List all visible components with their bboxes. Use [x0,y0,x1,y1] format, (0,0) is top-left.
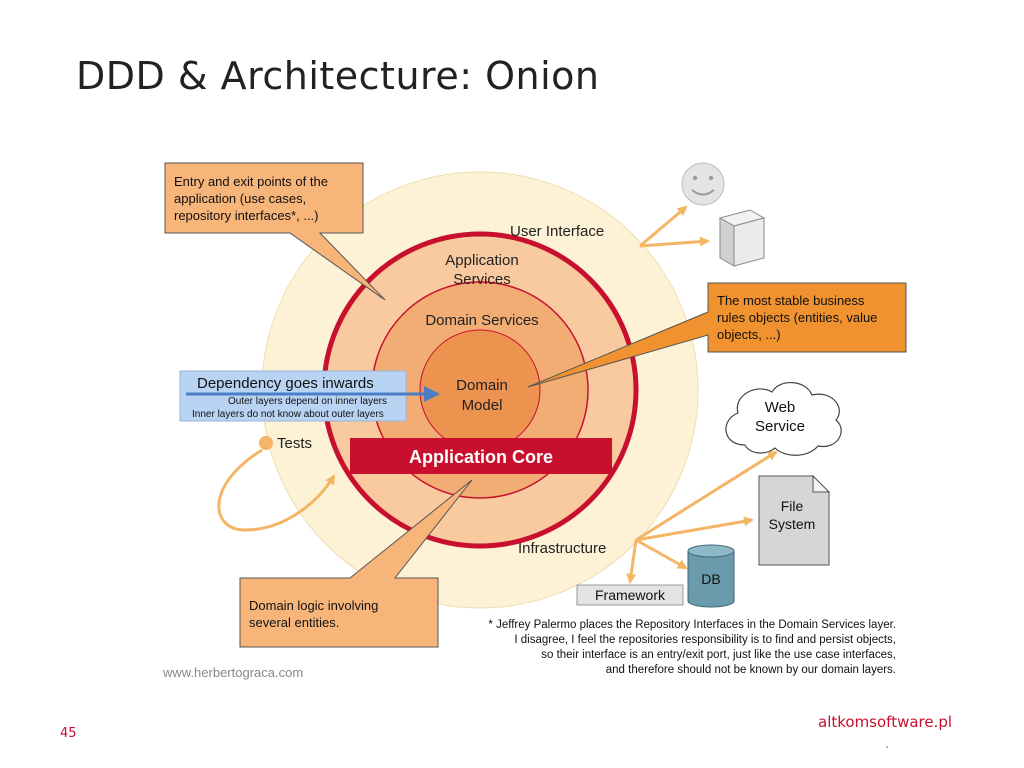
db-cylinder: DB [687,544,735,608]
dependency-line2: Inner layers do not know about outer lay… [192,409,384,420]
stable-rules-callout-line3: objects, ...) [717,327,781,342]
slide-title: DDD & Architecture: Onion [76,54,600,98]
brand-label: altkomsoftware.pl [818,713,953,731]
web-service-label-line1: Web [765,399,796,416]
ui-to-user-arrow [639,205,688,248]
tests-label: Tests [277,435,312,452]
domain-logic-callout: Domain logic involving several entities. [239,479,473,648]
smiley-user-icon [681,162,725,206]
tests-loop-arrow [217,448,336,532]
infra-to-web-service-arrow [635,450,778,542]
file-system-document: File System [758,474,831,566]
domain-model-label-line1: Domain [456,377,508,394]
application-core-banner [350,438,612,474]
dependency-box: Dependency goes inwards Outer layers dep… [179,370,440,422]
file-system-label-line2: System [769,516,816,532]
file-system-label-line1: File [781,498,804,514]
web-service-label-line2: Service [755,418,805,435]
entry-exit-callout-line3: repository interfaces*, ...) [174,208,319,223]
application-services-label-line2: Services [453,271,511,288]
page-number: 45 [60,726,77,741]
infra-to-framework-arrow [626,539,638,584]
footnote-line4: and therefore should not be known by our… [606,664,896,676]
infra-to-db-arrow [635,538,688,570]
server-icon [718,209,766,267]
framework-label: Framework [595,587,666,603]
dependency-line1: Outer layers depend on inner layers [228,396,387,407]
tests-dot [259,436,273,450]
stable-rules-callout-line2: rules objects (entities, value [717,310,877,325]
dependency-title: Dependency goes inwards [197,375,374,392]
entry-exit-callout-line1: Entry and exit points of the [174,174,328,189]
source-url: www.herbertograca.com [162,665,303,680]
footnote-line1: * Jeffrey Palermo places the Repository … [488,619,896,631]
infrastructure-label: Infrastructure [518,540,606,557]
infra-to-file-system-arrow [635,516,754,542]
entry-exit-callout: Entry and exit points of the application… [164,162,386,301]
domain-model-label-line2: Model [462,397,503,414]
application-core-label: Application Core [409,447,553,467]
ui-to-server-arrow [639,236,710,248]
framework-box: Framework [576,584,684,606]
entry-exit-callout-line2: application (use cases, [174,191,306,206]
tests-group: Tests [217,435,336,532]
user-interface-label: User Interface [510,223,604,240]
domain-logic-callout-line1: Domain logic involving [249,598,378,613]
application-services-label-line1: Application [445,252,518,269]
footnote-line3: so their interface is an entry/exit port… [541,649,896,661]
web-service-cloud: Web Service [725,382,842,456]
domain-services-label: Domain Services [425,312,538,329]
domain-logic-callout-line2: several entities. [249,615,339,630]
footnote-line2: I disagree, I feel the repositories resp… [514,634,896,646]
db-label: DB [701,571,720,587]
stable-rules-callout-line1: The most stable business [717,293,865,308]
brand-dot [886,746,888,748]
stable-rules-callout: The most stable business rules objects (… [527,282,907,388]
